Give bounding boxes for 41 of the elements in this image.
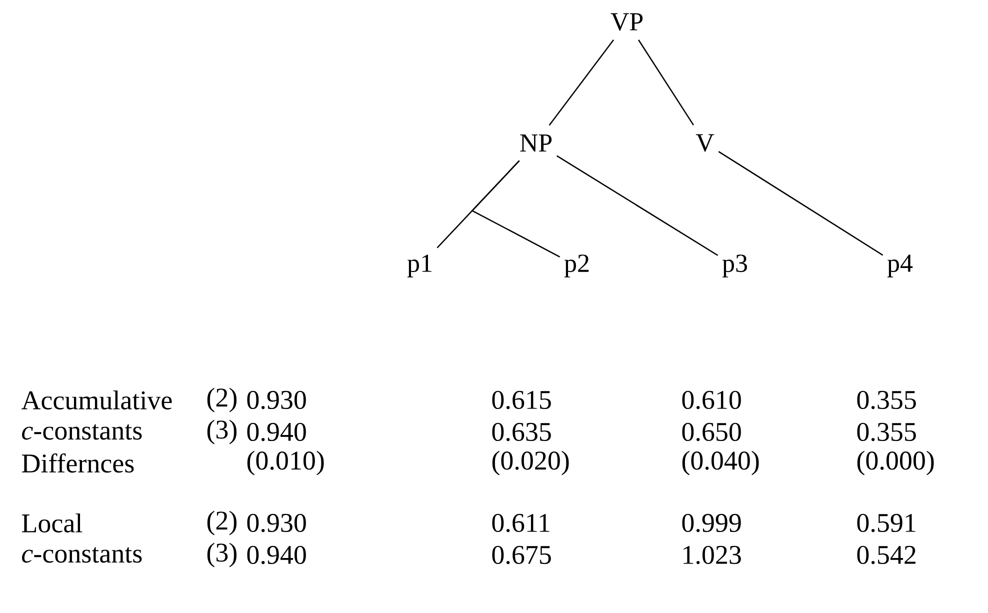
branch-line	[718, 151, 884, 256]
table-cell: 0.930	[247, 390, 306, 410]
table-cell: 0.940	[247, 546, 306, 564]
table-cell: 1.023	[684, 546, 741, 564]
table-cell: Local	[22, 513, 82, 532]
tree-node-label: NP	[520, 134, 552, 152]
branch-line	[638, 40, 694, 126]
tree-node-label: p2	[564, 254, 589, 278]
tree-node-label: VP	[610, 13, 643, 31]
tree-node-label: V	[696, 134, 714, 152]
table-cell: 0.542	[857, 546, 916, 564]
branch-line	[471, 160, 560, 258]
tree-node-label: p3	[722, 254, 747, 278]
table-cell: 0.610	[682, 390, 741, 410]
table-cell: 0.355	[857, 390, 916, 410]
table-cell: 0.930	[247, 514, 306, 532]
table-cell: 0.611	[492, 514, 550, 532]
table-cell: 0.675	[492, 546, 551, 564]
table-cell: (3)	[207, 420, 236, 444]
table-cell: (2)	[207, 510, 236, 536]
table-cell: Accumulative	[21, 390, 172, 410]
table-cell: 0.615	[492, 390, 551, 410]
table-cell: 0.635	[492, 422, 551, 442]
table-cell: 0.650	[682, 422, 741, 442]
table-cell: 0.355	[857, 422, 916, 442]
table-cell: (2)	[207, 388, 236, 412]
table-cell: 0.999	[682, 514, 741, 532]
table-cell: Differnces	[22, 453, 134, 473]
tree-node-label: p4	[887, 254, 913, 278]
table-cell: (3)	[207, 542, 236, 568]
table-cell: c-constants	[22, 547, 142, 563]
table-cell: 0.591	[857, 514, 916, 532]
table-cell: (0.010)	[247, 450, 324, 476]
table-cell: (0.040)	[682, 450, 759, 476]
table-cell: 0.940	[247, 422, 306, 442]
branch-line	[556, 155, 718, 256]
table-cell: c-constants	[22, 424, 142, 440]
branch-line	[548, 40, 614, 126]
tree-node-label: p1	[407, 254, 432, 278]
table-cell: (0.020)	[492, 450, 569, 476]
table-cell: (0.000)	[857, 450, 934, 476]
